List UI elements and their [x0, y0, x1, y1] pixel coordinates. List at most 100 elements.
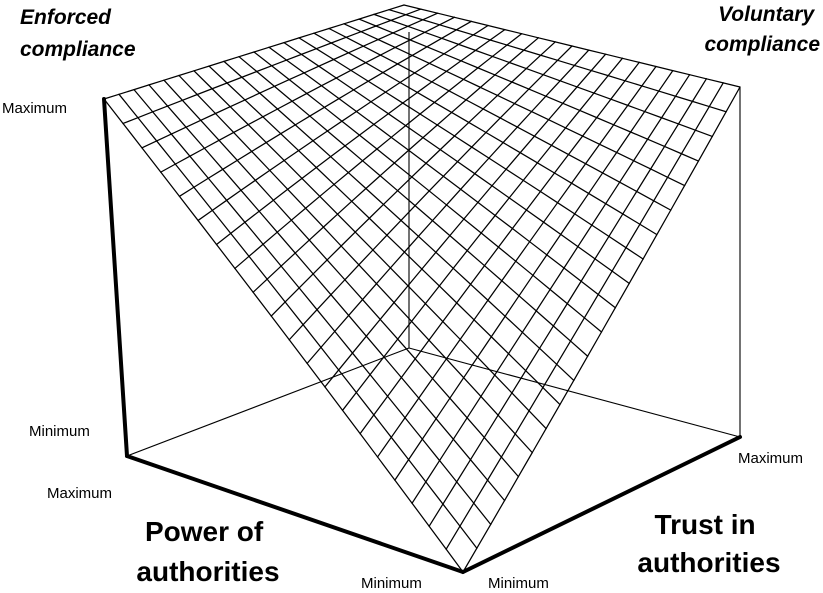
mesh-line-trust: [722, 82, 741, 88]
mesh-line-power: [591, 203, 607, 226]
mesh-line-power: [341, 110, 358, 122]
mesh-line-trust: [254, 179, 275, 201]
mesh-line-power: [414, 62, 430, 74]
mesh-line-power: [497, 392, 513, 416]
mesh-line-trust: [405, 125, 424, 139]
mesh-line-power: [361, 283, 378, 301]
mesh-line-trust: [373, 13, 392, 21]
mesh-line-trust: [358, 264, 378, 285]
mesh-line-trust: [420, 8, 439, 14]
mesh-line-trust: [588, 192, 607, 205]
mesh-line-trust: [382, 203, 402, 222]
mesh-line-power: [214, 106, 231, 115]
mesh-line-power: [422, 124, 438, 139]
power-axis-title: Power of authorities: [136, 516, 279, 587]
mesh-line-power: [581, 116, 598, 137]
mesh-line-power: [725, 86, 741, 113]
mesh-line-power: [338, 352, 354, 371]
mesh-line-power: [341, 391, 357, 411]
mesh-line-power: [608, 213, 624, 238]
mesh-line-power: [218, 131, 235, 141]
mesh-line-power: [614, 282, 630, 309]
mesh-line-power: [523, 37, 540, 51]
mesh-line-trust: [230, 232, 250, 257]
mesh-line-trust: [203, 147, 224, 170]
mesh-line-power: [323, 97, 340, 108]
mesh-line-trust: [672, 69, 691, 76]
mesh-line-trust: [460, 188, 479, 203]
mesh-line-trust: [313, 32, 332, 44]
mesh-line-trust: [537, 37, 556, 43]
mesh-line-power: [428, 175, 444, 192]
mesh-line-power: [373, 113, 389, 126]
mesh-line-power: [473, 479, 489, 504]
mesh-line-power: [553, 153, 570, 174]
mesh-line-power: [580, 258, 596, 282]
mesh-line-power: [203, 139, 220, 149]
mesh-line-power: [404, 397, 420, 419]
mesh-line-power: [445, 60, 462, 72]
mesh-line-trust: [193, 70, 213, 90]
mesh-line-trust: [156, 140, 176, 165]
mesh-line-power: [594, 235, 610, 260]
mesh-line-power: [288, 324, 304, 341]
mesh-line-power: [542, 59, 559, 76]
mesh-line-trust: [386, 395, 406, 419]
mesh-line-power: [518, 274, 534, 297]
mesh-line-power: [360, 25, 377, 33]
mesh-line-trust: [660, 117, 680, 125]
mesh-line-power: [424, 24, 441, 33]
floor-back-left-edge: [126, 347, 410, 457]
mesh-line-trust: [256, 70, 276, 87]
mesh-line-power: [336, 200, 353, 215]
mesh-line-trust: [306, 92, 326, 108]
mesh-line-power: [375, 267, 392, 285]
mesh-line-power: [240, 179, 256, 191]
mesh-line-trust: [451, 111, 470, 124]
mesh-line-power: [244, 92, 261, 101]
mesh-line-power: [539, 172, 556, 193]
mesh-line-trust: [610, 98, 629, 106]
mesh-line-power: [333, 52, 350, 61]
mesh-line-power: [262, 108, 279, 118]
mesh-line-trust: [411, 54, 430, 64]
mesh-line-power: [504, 295, 520, 317]
mesh-line-trust: [330, 156, 349, 174]
mesh-line-trust: [355, 110, 375, 126]
mesh-line-power: [382, 190, 399, 206]
mesh-line-trust: [604, 53, 624, 59]
mesh-line-power: [487, 280, 503, 301]
mesh-line-trust: [324, 386, 344, 411]
mesh-line-power: [602, 151, 618, 174]
mesh-line-trust: [386, 234, 406, 253]
mesh-line-trust: [193, 186, 213, 211]
power-max-label: Maximum: [47, 485, 112, 502]
mesh-line-power: [497, 227, 514, 248]
mesh-line-trust: [241, 76, 261, 94]
mesh-line-trust: [514, 433, 533, 454]
mesh-line-trust: [625, 247, 644, 260]
mesh-line-trust: [358, 18, 377, 27]
mesh-line-power: [118, 88, 135, 95]
mesh-line-trust: [373, 414, 392, 438]
mesh-line-power: [402, 91, 418, 104]
mesh-line-trust: [535, 310, 555, 327]
enforced-compliance-label: Enforced compliance: [20, 6, 136, 61]
mesh-line-trust: [285, 59, 305, 74]
mesh-line-trust: [545, 95, 564, 104]
mesh-line-power: [513, 88, 530, 105]
mesh-line-power: [343, 18, 360, 25]
mesh-line-power: [505, 152, 521, 170]
mesh-line-power: [389, 251, 406, 269]
mesh-line-trust: [280, 265, 300, 289]
mesh-line-power: [451, 99, 467, 114]
mesh-line-trust: [403, 4, 422, 10]
mesh-line-power: [462, 547, 478, 573]
mesh-line-power: [283, 37, 300, 44]
mesh-line-power: [419, 101, 436, 115]
mesh-line-trust: [469, 459, 489, 481]
mesh-line-power: [174, 155, 191, 165]
mesh-line-power: [414, 190, 430, 207]
mesh-line-trust: [445, 358, 465, 379]
mesh-line-power: [160, 163, 176, 173]
